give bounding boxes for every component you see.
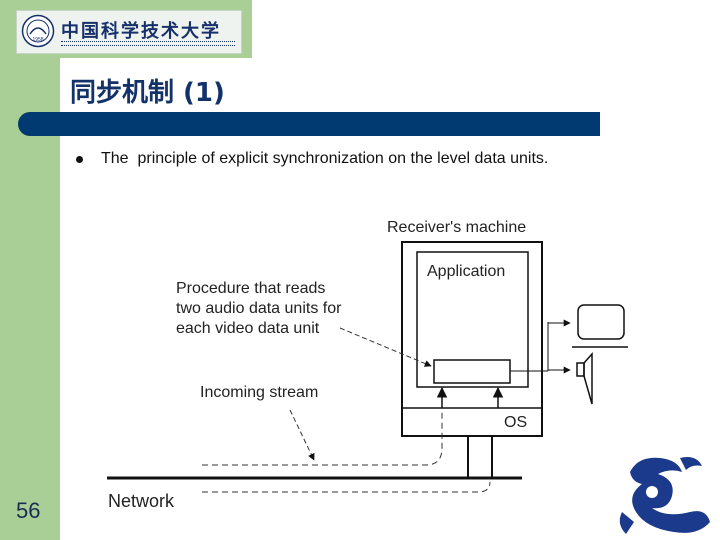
procedure-label-line-3: each video data unit: [176, 320, 320, 337]
speaker-icon: [576, 352, 593, 405]
seal-year: 1958: [32, 37, 43, 43]
procedure-label-line-2: two audio data units for: [176, 300, 342, 317]
incoming-stream-video: [202, 481, 491, 493]
university-seal-icon: 1958: [21, 14, 55, 48]
incoming-stream-label: Incoming stream: [200, 384, 318, 401]
application-label: Application: [427, 263, 505, 280]
left-decor-band: [0, 0, 60, 540]
title-underline-bar: [18, 112, 600, 136]
os-label: OS: [504, 414, 527, 431]
university-name: 中国科学技术大学: [61, 21, 221, 42]
procedure-box: [433, 359, 511, 384]
monitor-icon: [572, 304, 628, 348]
incoming-stream-pointer: [289, 409, 315, 461]
page-number: 56: [16, 498, 41, 523]
receiver-machine-box: [401, 241, 543, 437]
application-box: [416, 251, 529, 388]
procedure-label-line-1: Procedure that reads: [176, 280, 325, 297]
network-label: Network: [108, 491, 175, 511]
procedure-pointer: [339, 327, 432, 367]
university-logo: 1958 中国科学技术大学: [16, 10, 242, 54]
incoming-stream-audio: [202, 412, 443, 466]
university-english-name-strip: [61, 41, 235, 46]
bullet-text: The principle of explicit synchronizatio…: [101, 150, 549, 167]
bullet-dot-icon: [76, 156, 83, 163]
slide-title: 同步机制 (1): [70, 78, 225, 108]
procedure-label: Procedure that reads two audio data unit…: [176, 280, 346, 337]
receivers-machine-label: Receiver's machine: [387, 219, 526, 236]
dragon-emblem-icon: [619, 457, 710, 534]
